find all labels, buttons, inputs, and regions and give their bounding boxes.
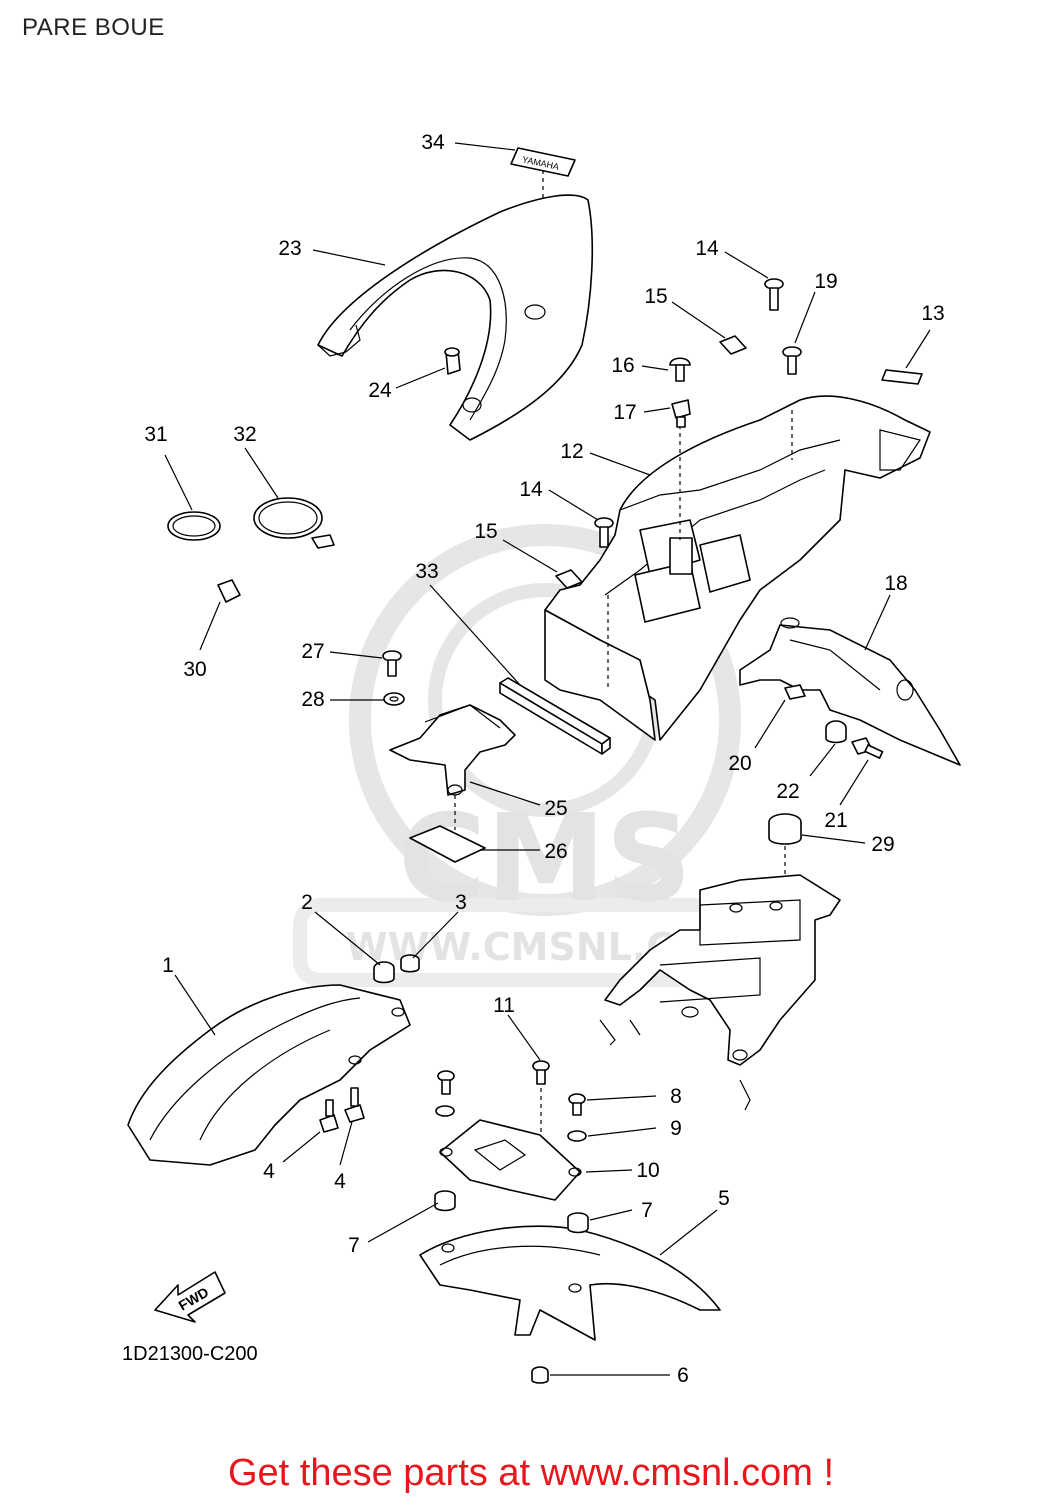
part-pad-26: [409, 825, 486, 863]
fwd-arrow-icon: FWD: [154, 1271, 226, 1323]
callout-label: 6: [677, 1364, 689, 1387]
callout-label: 33: [415, 560, 438, 583]
callout-label: 7: [348, 1234, 360, 1257]
part-bolt-4b: [344, 1087, 365, 1123]
callout-label: 4: [263, 1160, 275, 1183]
callout-label: 8: [670, 1085, 682, 1108]
callout-label: 18: [884, 572, 907, 595]
page-title: PARE BOUE: [22, 14, 165, 41]
part-clip-30: [217, 579, 241, 603]
part-collar-2: [373, 961, 395, 984]
leader-lines: [164, 142, 931, 1376]
callout-label: 26: [544, 840, 567, 863]
callouts: 34 23 24 14 19 15 13 16 17 12 31 32 14 1…: [144, 131, 944, 1387]
part-front-fender-1: [127, 984, 411, 1166]
part-clip-17: [671, 399, 691, 428]
part-bolt-14b: [594, 517, 614, 548]
callout-label: 14: [695, 237, 719, 260]
callout-label: 24: [368, 379, 392, 402]
callout-label: 27: [301, 640, 324, 663]
part-bracket-25: [389, 704, 516, 830]
callout-label: 12: [560, 440, 583, 463]
part-screw-24: [444, 347, 461, 375]
part-rear-fender-12: [544, 395, 931, 741]
promo-link[interactable]: Get these parts at www.cmsnl.com !: [227, 1452, 835, 1494]
callout-label: 9: [670, 1117, 682, 1140]
part-washer-9: [435, 1105, 587, 1142]
part-subframe: [599, 874, 841, 1111]
callout-label: 30: [183, 658, 206, 681]
callout-label: 2: [301, 891, 313, 914]
part-screw-8: [568, 1093, 586, 1116]
part-screw-11: [532, 1060, 550, 1135]
part-grommet-7b: [567, 1212, 589, 1234]
part-bolt-4a: [319, 1099, 339, 1133]
callout-label: 34: [421, 131, 445, 154]
part-rivet-16: [669, 357, 691, 382]
part-nut-15b: [555, 569, 583, 589]
callout-label: 29: [871, 833, 894, 856]
callout-label: 15: [474, 520, 497, 543]
callout-label: 17: [613, 401, 636, 424]
callout-label: 5: [718, 1187, 730, 1210]
callout-label: 21: [824, 809, 847, 832]
part-screw-19: [782, 346, 802, 375]
watermark-text: CMS: [398, 790, 692, 929]
callout-label: 23: [278, 237, 301, 260]
callout-label: 20: [728, 752, 751, 775]
part-pad-13: [881, 369, 923, 385]
callout-label: 32: [233, 423, 256, 446]
part-bolt-14: [764, 278, 784, 311]
callout-label: 7: [641, 1199, 653, 1222]
callout-label: 3: [455, 891, 467, 914]
callout-label: 13: [921, 302, 944, 325]
part-mudguard-5: [419, 1225, 721, 1341]
callout-label: 11: [493, 994, 515, 1017]
part-damper-29: [768, 813, 802, 900]
callout-label: 16: [611, 354, 634, 377]
part-nut-15: [719, 335, 747, 355]
part-strip-33: [499, 677, 611, 755]
part-battery-tray: [544, 595, 656, 741]
callout-label: 19: [814, 270, 837, 293]
callout-label: 31: [144, 423, 167, 446]
part-grommet-7a: [434, 1190, 456, 1212]
part-plate-10: [439, 1119, 582, 1201]
part-flap-18: [739, 617, 961, 766]
part-nut-6: [531, 1366, 549, 1384]
part-collar-3: [400, 954, 420, 973]
callout-label: 15: [644, 285, 667, 308]
part-bolt-27: [382, 650, 402, 677]
callout-label: 4: [334, 1170, 346, 1193]
part-band-32: [253, 497, 335, 549]
callout-label: 22: [776, 780, 799, 803]
part-screw-11b: [437, 1070, 455, 1095]
drawing-code: 1D21300-C200: [122, 1343, 258, 1365]
callout-label: 10: [636, 1159, 659, 1182]
callout-label: 25: [544, 797, 567, 820]
part-ring-31: [167, 511, 221, 541]
callout-label: 28: [301, 688, 324, 711]
part-seat-cowl-23: [317, 194, 594, 441]
callout-label: 14: [519, 478, 543, 501]
part-collar-22: [825, 720, 847, 744]
callout-label: 1: [162, 954, 174, 977]
part-bolt-21: [851, 737, 884, 759]
part-washer-28: [383, 692, 405, 706]
